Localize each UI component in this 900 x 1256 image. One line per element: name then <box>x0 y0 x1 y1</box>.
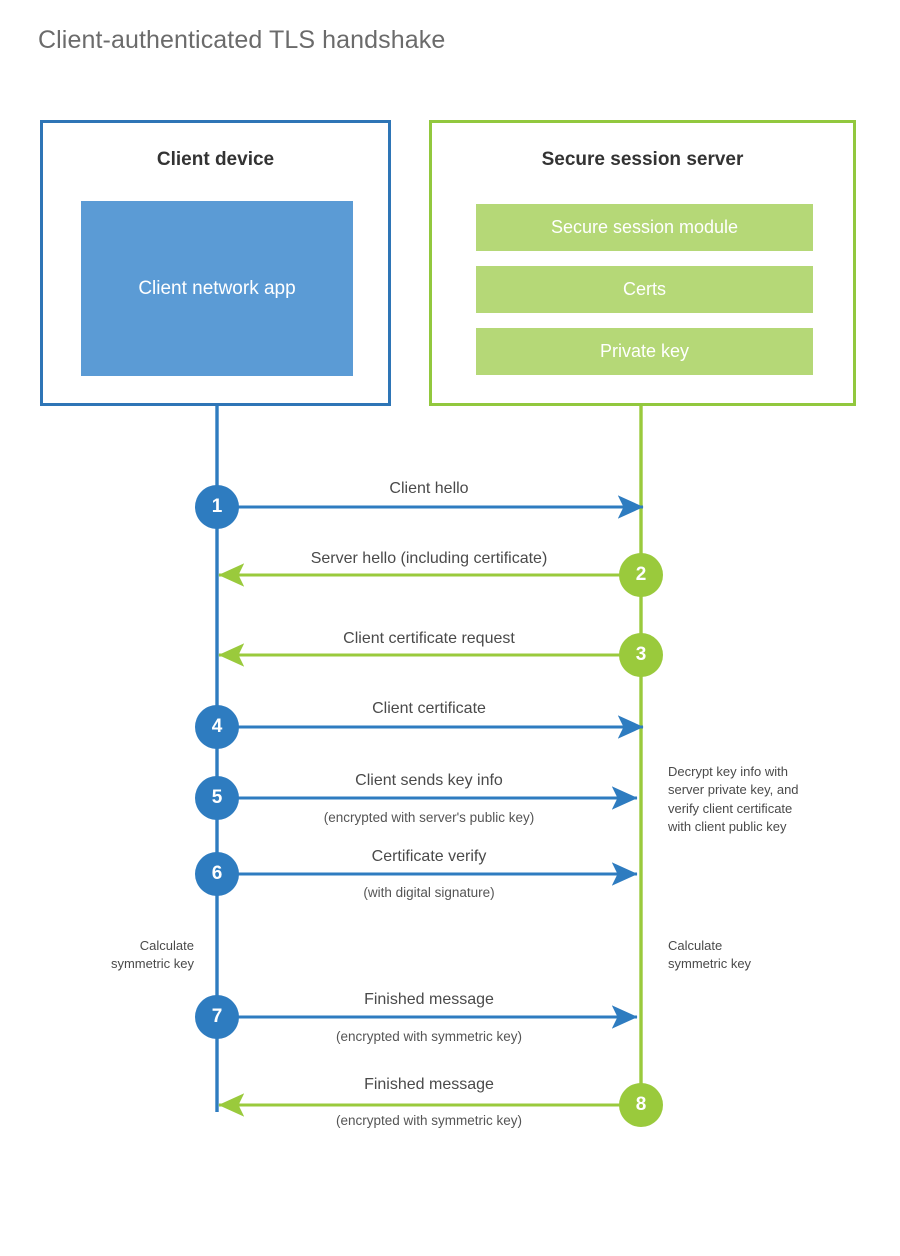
server-decrypt-note-line-4: with client public key <box>668 819 787 835</box>
server-decrypt-note-line-3: verify client certificate <box>668 800 793 816</box>
client-calculate-note: Calculate symmetric key <box>60 937 194 974</box>
step-marker-6[interactable]: 6 <box>195 852 239 896</box>
secure-session-server-title: Secure session server <box>541 149 744 170</box>
client-device-title: Client device <box>156 149 275 170</box>
step-marker-7[interactable]: 7 <box>195 995 239 1039</box>
server-block-certs: Certs <box>476 266 813 313</box>
server-block-secure-session-module: Secure session module <box>476 204 813 251</box>
message-label-4: Client certificate <box>372 700 486 717</box>
client-calculate-note-line-1: Calculate <box>139 938 194 953</box>
server-block-private-key: Private key <box>476 328 813 375</box>
step-marker-2[interactable]: 2 <box>619 553 663 597</box>
message-label-3: Client certificate request <box>343 630 515 647</box>
message-label-5: Client sends key info <box>355 772 503 789</box>
step-marker-4[interactable]: 4 <box>195 705 239 749</box>
client-network-app-block: Client network app <box>81 201 353 376</box>
server-calculate-note-line-1: Calculate <box>668 938 723 953</box>
step-marker-5[interactable]: 5 <box>195 776 239 820</box>
step-marker-8[interactable]: 8 <box>619 1083 663 1127</box>
message-sublabel-8: (encrypted with symmetric key) <box>335 1113 523 1128</box>
message-sublabel-6: (with digital signature) <box>363 885 495 900</box>
message-label-2: Server hello (including certificate) <box>310 550 548 567</box>
message-sublabel-7: (encrypted with symmetric key) <box>335 1029 523 1044</box>
step-marker-3[interactable]: 3 <box>619 633 663 677</box>
client-calculate-note-line-2: symmetric key <box>110 956 194 972</box>
step-marker-1[interactable]: 1 <box>195 485 239 529</box>
page-title: Client-authenticated TLS handshake <box>38 26 446 54</box>
message-label-8: Finished message <box>364 1076 494 1093</box>
server-calculate-note-line-2: symmetric key <box>668 956 752 972</box>
server-decrypt-note-line-2: server private key, and <box>668 782 799 798</box>
message-label-6: Certificate verify <box>371 848 487 865</box>
secure-session-server-panel: Secure session server Secure session mod… <box>429 120 856 406</box>
message-label-1: Client hello <box>389 480 469 497</box>
server-decrypt-note-line-1: Decrypt key info with <box>668 764 788 779</box>
message-sublabel-5: (encrypted with server's public key) <box>323 810 535 825</box>
message-label-7: Finished message <box>364 991 494 1008</box>
server-decrypt-note: Decrypt key info with server private key… <box>668 763 858 837</box>
client-device-panel: Client device Client network app <box>40 120 391 406</box>
server-calculate-note: Calculate symmetric key <box>668 937 858 974</box>
